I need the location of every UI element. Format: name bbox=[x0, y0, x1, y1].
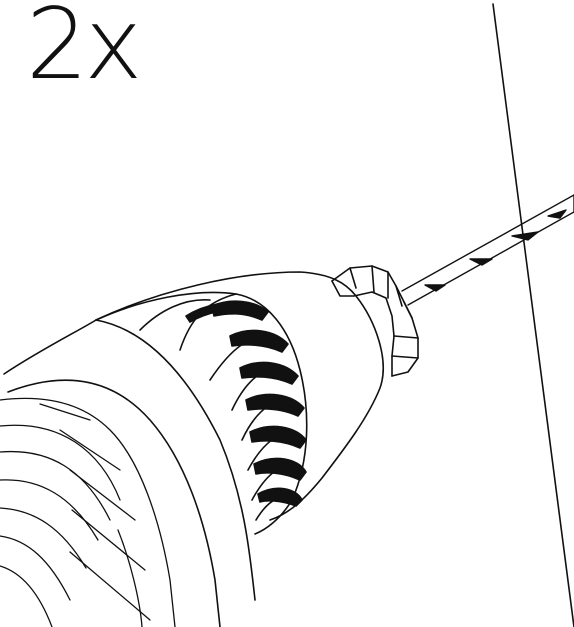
drill-housing bbox=[0, 397, 176, 627]
wall-edge-line bbox=[492, 3, 574, 627]
repeat-count-label: 2x bbox=[26, 0, 142, 102]
drill-bit bbox=[401, 194, 574, 306]
chuck-nut bbox=[331, 265, 419, 377]
collar-ring bbox=[3, 319, 256, 627]
knurled-collar bbox=[95, 291, 308, 535]
chuck-body bbox=[95, 271, 384, 521]
